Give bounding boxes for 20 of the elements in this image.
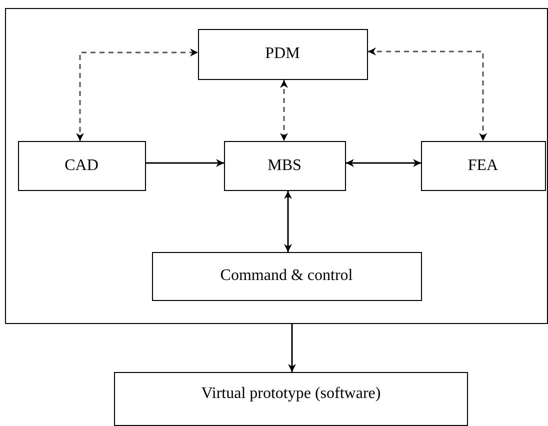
process-box (420, 140, 546, 190)
dashed-arrow (76, 48, 198, 141)
box-label: FEA (468, 156, 498, 174)
arrow (284, 191, 292, 252)
box-label: Virtual prototype (software) (201, 385, 381, 403)
process-box (224, 140, 346, 190)
box-label: MBS (268, 156, 302, 174)
process-box (18, 140, 146, 190)
system-boundary-box (5, 8, 548, 324)
box-label: Command & control (220, 267, 353, 285)
dashed-arrow (368, 48, 487, 141)
process-box (152, 252, 422, 300)
box-label: CAD (64, 156, 98, 174)
dashed-arrow (280, 80, 288, 141)
process-box (198, 28, 368, 80)
arrow (346, 159, 421, 167)
box-label: PDM (265, 45, 300, 63)
arrow (146, 159, 224, 167)
process-box (114, 372, 468, 426)
arrow (288, 324, 296, 372)
